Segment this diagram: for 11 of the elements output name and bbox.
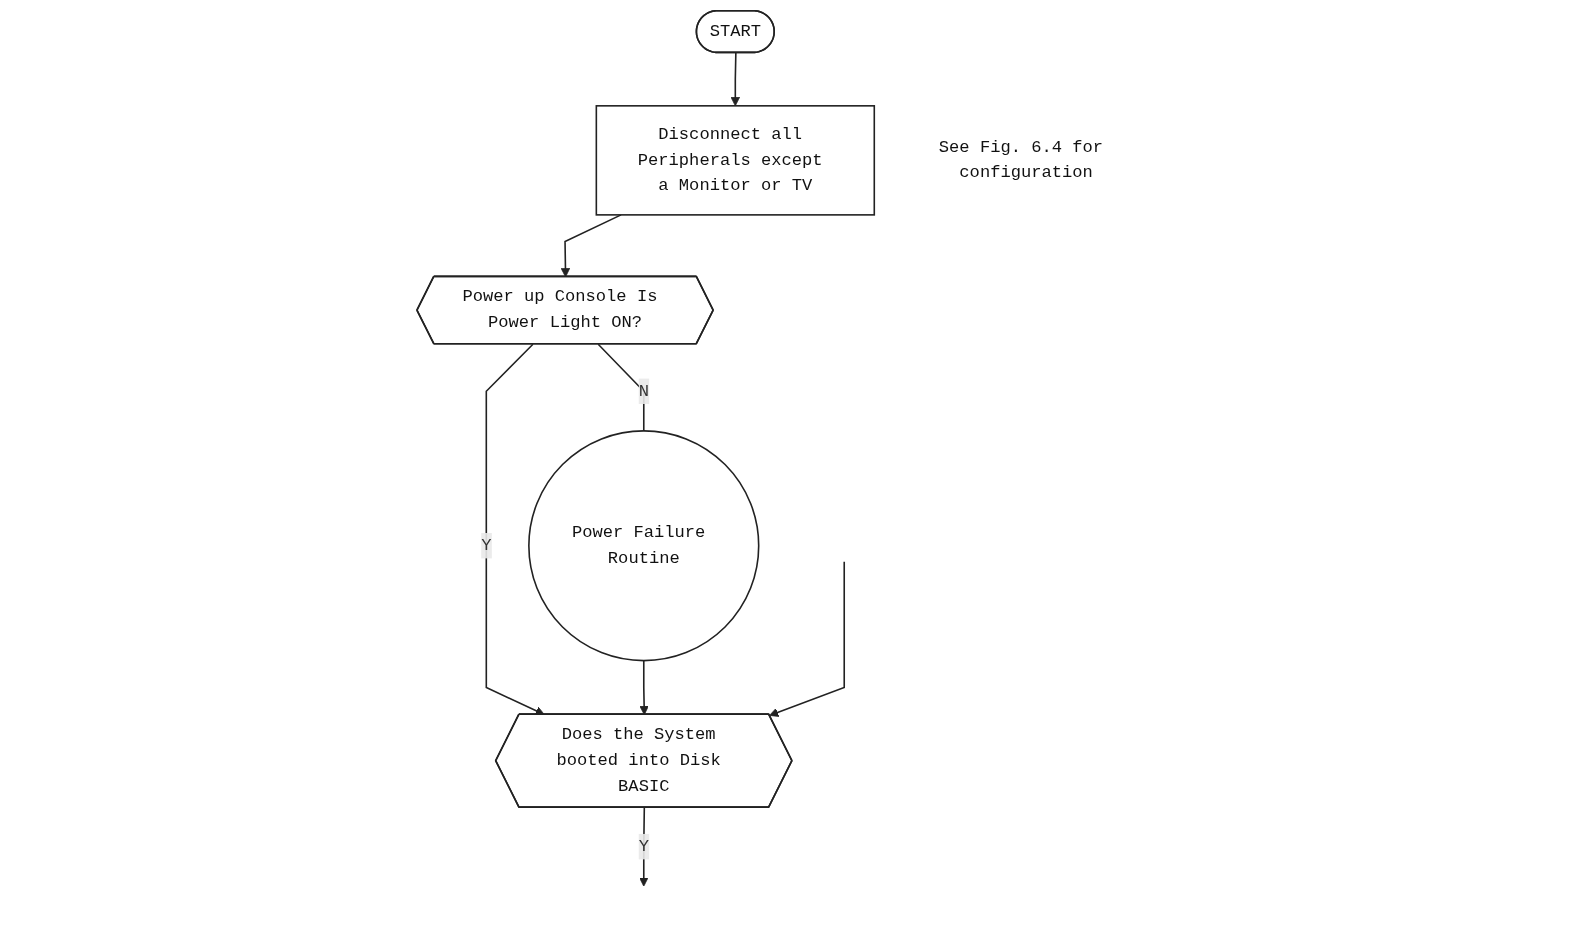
- node-label: See Fig. 6.4 for configuration: [938, 137, 1104, 183]
- arrow: [560, 214, 622, 278]
- edge-label: Y: [481, 536, 492, 556]
- arrow: [769, 561, 846, 717]
- edge-label: N: [638, 381, 649, 401]
- arrow: [485, 343, 545, 716]
- edge-label: Y: [638, 837, 649, 857]
- arrow: [730, 52, 740, 107]
- arrow: [639, 659, 649, 716]
- node-circle: Power Failure Routine: [528, 430, 760, 662]
- node-box: Disconnect all Peripherals except a Monitor or TV: [595, 105, 876, 216]
